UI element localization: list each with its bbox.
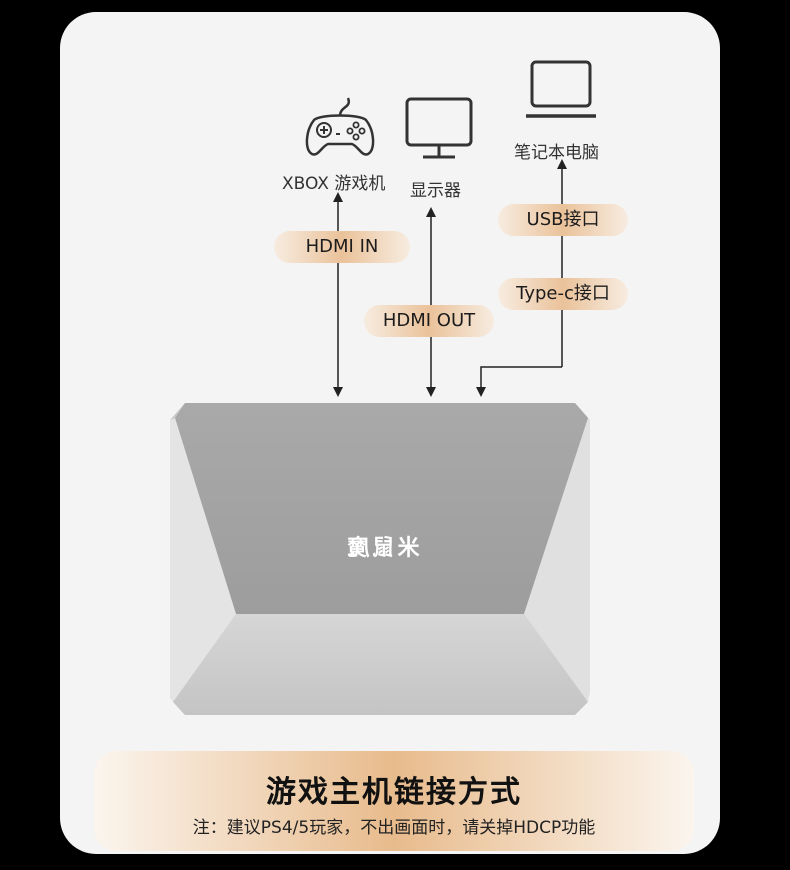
monitor-icon xyxy=(405,97,473,159)
brand-logo: 米鼠魔 xyxy=(344,536,420,561)
laptop-label: 笔记本电脑 xyxy=(514,143,599,163)
gamepad-icon xyxy=(305,97,375,156)
typec-port-label: Type-c接口 xyxy=(498,278,628,310)
typec-line-lower xyxy=(476,366,562,397)
monitor-label: 显示器 xyxy=(410,181,461,201)
diagram-card: XBOX 游戏机 显示器 笔记本电脑 HDMI IN HDMI OUT USB接… xyxy=(60,12,720,854)
laptop-icon xyxy=(526,60,596,118)
connection-diagram xyxy=(170,159,590,715)
hdmi-in-label: HDMI IN xyxy=(274,231,410,263)
hdmi-out-label: HDMI OUT xyxy=(364,305,494,337)
xbox-label: XBOX 游戏机 xyxy=(282,174,386,194)
usb-port-label: USB接口 xyxy=(498,204,628,236)
footer-title: 游戏主机链接方式 xyxy=(266,775,522,810)
game-box-device xyxy=(170,403,590,715)
footer-note: 注：建议PS4/5玩家，不出画面时，请关掉HDCP功能 xyxy=(192,818,596,838)
footer-banner: 游戏主机链接方式 注：建议PS4/5玩家，不出画面时，请关掉HDCP功能 xyxy=(94,751,694,851)
